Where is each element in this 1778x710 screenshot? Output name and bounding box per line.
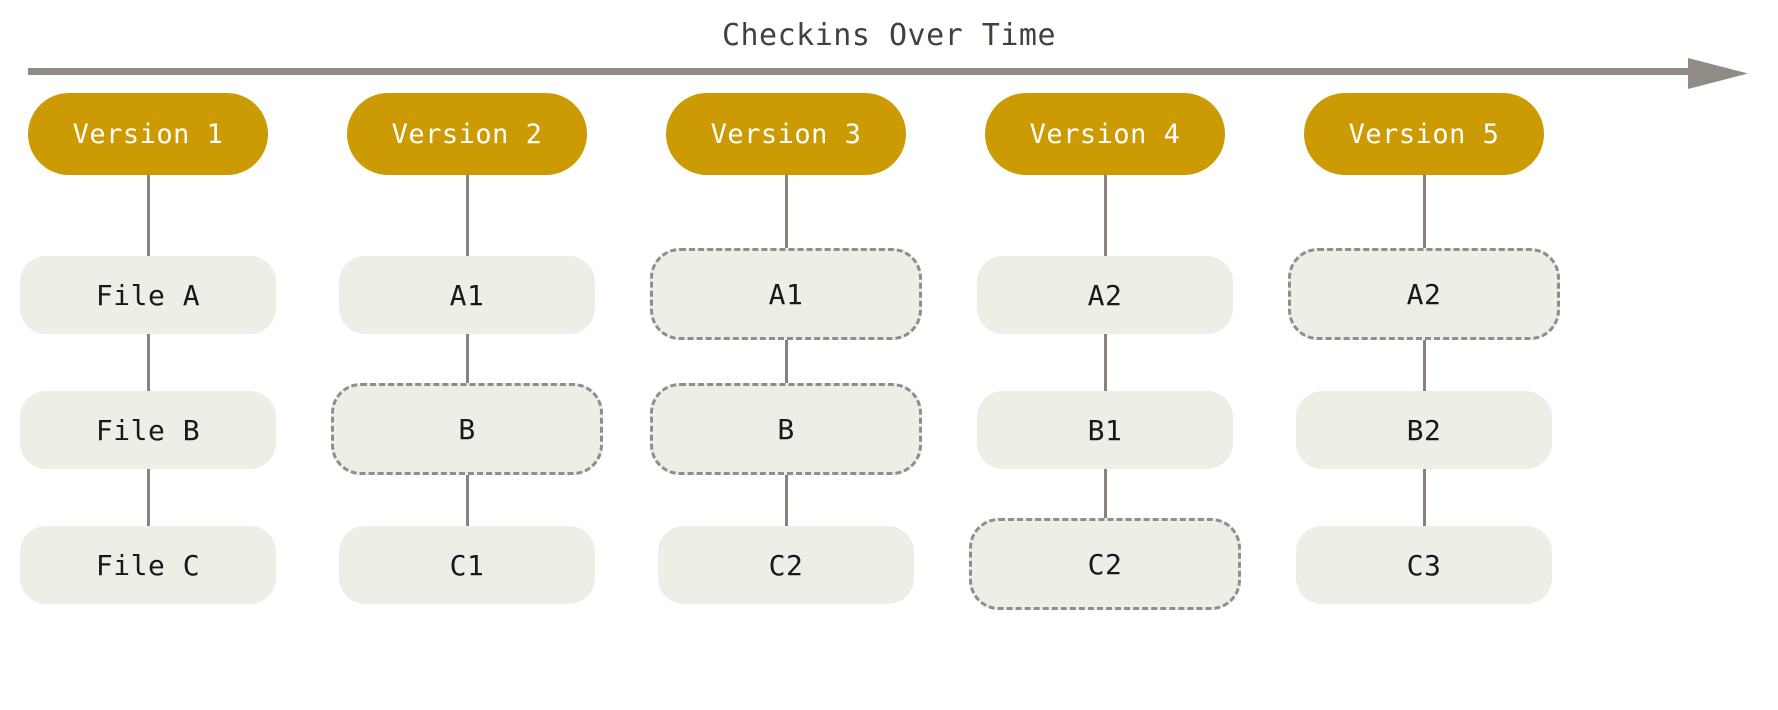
connector-line	[785, 469, 788, 527]
connector-line	[785, 175, 788, 257]
file-box[interactable]: A1	[650, 248, 922, 340]
file-box[interactable]: B	[650, 383, 922, 475]
file-box[interactable]: File B	[20, 391, 276, 469]
file-box[interactable]: A2	[1288, 248, 1560, 340]
connector-line	[1104, 334, 1107, 392]
version-box[interactable]: Version 1	[28, 93, 268, 175]
connector-line	[147, 334, 150, 392]
connector-line	[1104, 469, 1107, 527]
version-column: Version 1 File A File B File C	[20, 0, 340, 710]
file-box[interactable]: B1	[977, 391, 1233, 469]
connector-line	[466, 334, 469, 392]
connector-line	[1423, 469, 1426, 527]
connector-line	[1423, 334, 1426, 392]
timeline-right-arrow-icon	[28, 58, 1748, 89]
file-box[interactable]: B2	[1296, 391, 1552, 469]
connector-line	[147, 175, 150, 257]
file-box[interactable]: A1	[339, 256, 595, 334]
connector-line	[1423, 175, 1426, 257]
version-box[interactable]: Version 3	[666, 93, 906, 175]
connector-line	[147, 469, 150, 527]
timeline-title: Checkins Over Time	[721, 18, 1057, 53]
connector-line	[785, 334, 788, 392]
connector-line	[1104, 175, 1107, 257]
file-box[interactable]: C2	[658, 526, 914, 604]
connector-line	[466, 469, 469, 527]
file-box[interactable]: A2	[977, 256, 1233, 334]
version-box[interactable]: Version 5	[1304, 93, 1544, 175]
version-box[interactable]: Version 4	[985, 93, 1225, 175]
file-box[interactable]: C1	[339, 526, 595, 604]
file-box[interactable]: C3	[1296, 526, 1552, 604]
file-box[interactable]: File C	[20, 526, 276, 604]
file-box[interactable]: B	[331, 383, 603, 475]
file-box[interactable]: C2	[969, 518, 1241, 610]
file-box[interactable]: File A	[20, 256, 276, 334]
connector-line	[466, 175, 469, 257]
version-box[interactable]: Version 2	[347, 93, 587, 175]
